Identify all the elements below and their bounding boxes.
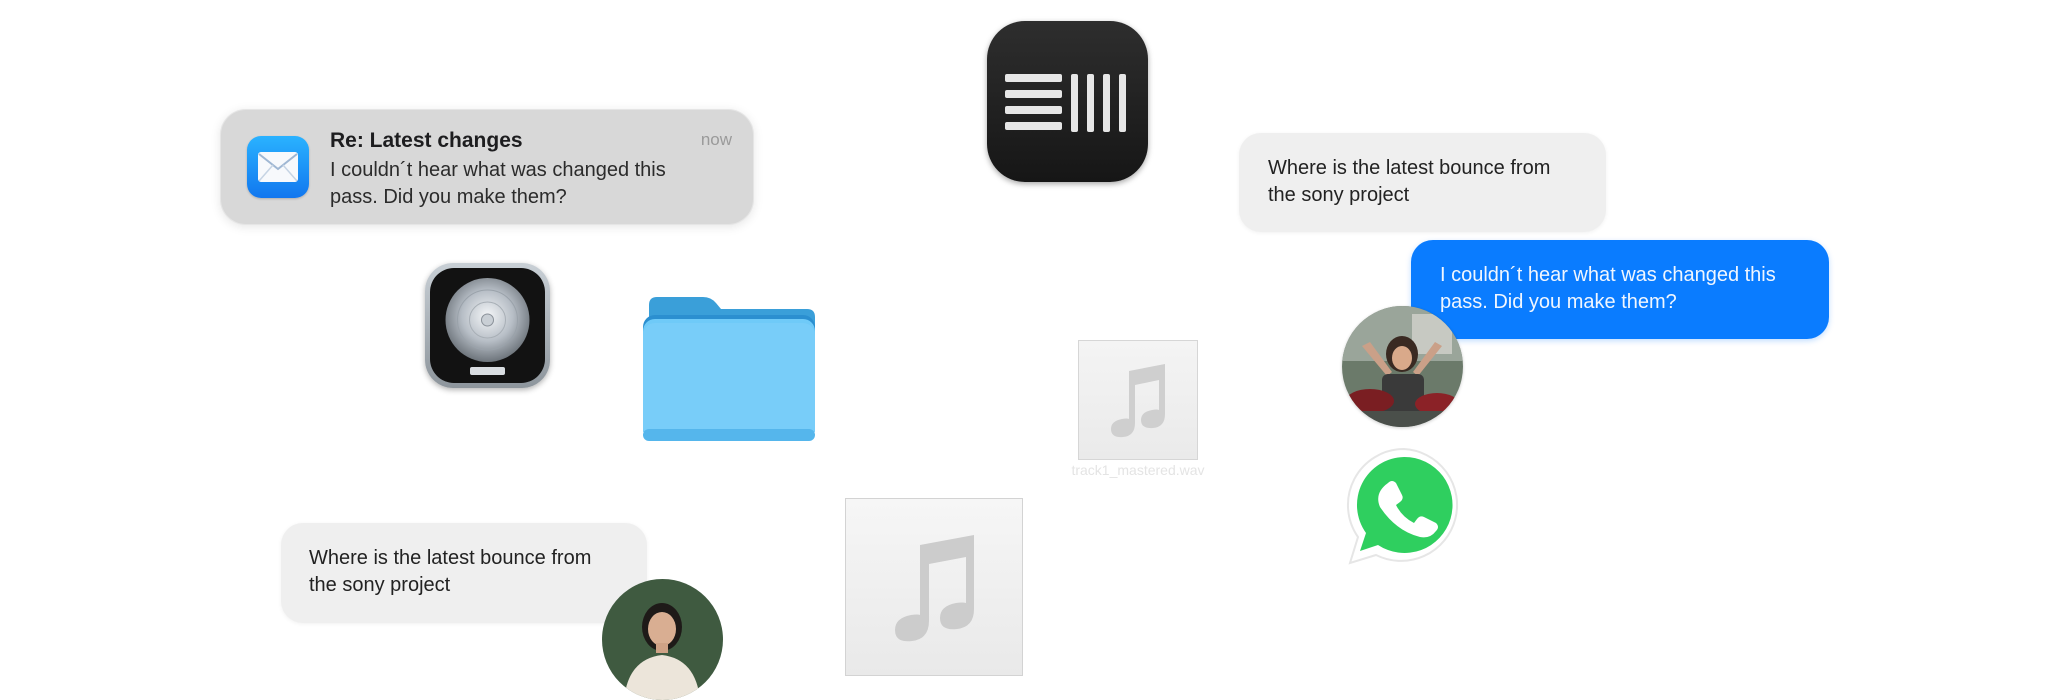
avatar-drummer[interactable] <box>1342 306 1463 427</box>
notification-body: I couldn´t hear what was changed this pa… <box>330 159 666 208</box>
notification-title: Re: Latest changes <box>330 129 523 152</box>
mail-icon <box>247 136 309 198</box>
ableton-live-icon[interactable] <box>987 21 1148 182</box>
notification-time: now <box>700 130 732 149</box>
message-bubble-received[interactable]: Where is the latest bounce from the sony… <box>1239 133 1606 232</box>
mail-notification[interactable]: Re: Latest changes now I couldn´t hear w… <box>220 109 754 225</box>
avatar-woman[interactable] <box>602 579 723 700</box>
message-bubble-received-left[interactable]: Where is the latest bounce from the sony… <box>281 523 647 623</box>
music-file-caption: track1_mastered.wav <box>1071 462 1205 478</box>
music-file-thumbnail[interactable] <box>1078 340 1198 460</box>
music-note-icon <box>1111 364 1165 438</box>
music-file-thumbnail-large[interactable] <box>845 498 1023 676</box>
whatsapp-icon[interactable] <box>1338 441 1470 573</box>
logic-pro-icon[interactable] <box>425 263 550 388</box>
music-note-icon <box>895 535 974 642</box>
files-folder-icon[interactable] <box>641 293 817 443</box>
message-bubble-sent[interactable]: I couldn´t hear what was changed this pa… <box>1411 240 1829 339</box>
